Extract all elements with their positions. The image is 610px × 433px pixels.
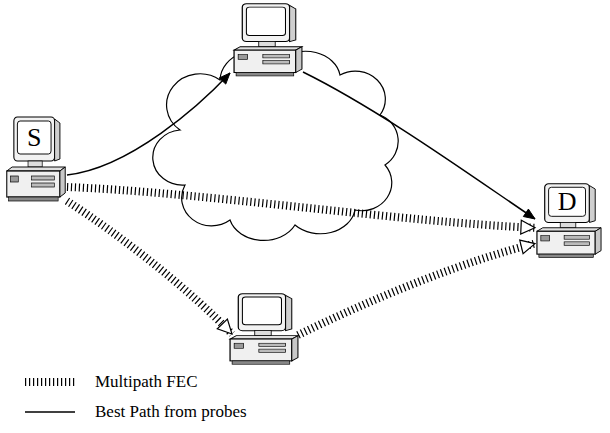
host-label: S <box>17 121 51 154</box>
computer-node: D <box>535 182 603 270</box>
multipath-fec-arrow <box>67 201 535 335</box>
legend-text: Multipath FEC <box>95 372 197 392</box>
host-label: D <box>549 187 586 216</box>
computer-node: S <box>5 115 67 215</box>
legend-sample <box>25 400 80 424</box>
legend-text: Best Path from probes <box>95 402 247 422</box>
multipath-fec-arrow <box>67 187 535 234</box>
relay-computer <box>230 294 298 365</box>
legend-sample <box>25 370 80 394</box>
best-path-arrow <box>67 72 535 219</box>
relay-computer <box>234 4 302 76</box>
